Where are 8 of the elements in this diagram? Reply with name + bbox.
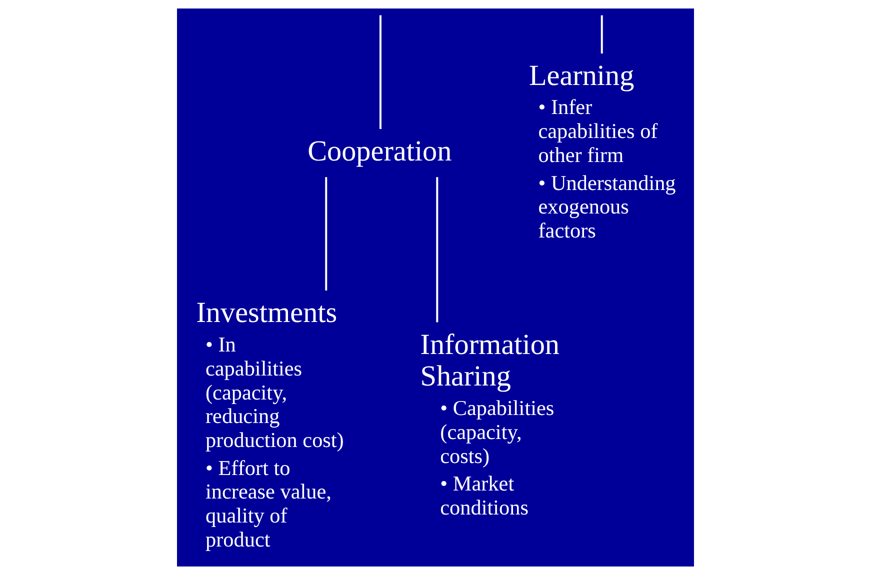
node-text: Information Sharing • Capabilities (capacity, costs) • Market conditions <box>420 328 560 520</box>
node-text: Cooperation <box>308 135 452 168</box>
connector <box>436 177 438 322</box>
connector <box>325 177 328 290</box>
connector <box>600 15 603 54</box>
connector <box>380 15 382 130</box>
node-text: Investments • In capabilities (capacity, reducing production cost) • Effort to increase value, quality of product <box>196 297 344 552</box>
node-text: Learning • Infer capabilities of other firm • Understanding exogenous factors <box>528 60 676 243</box>
